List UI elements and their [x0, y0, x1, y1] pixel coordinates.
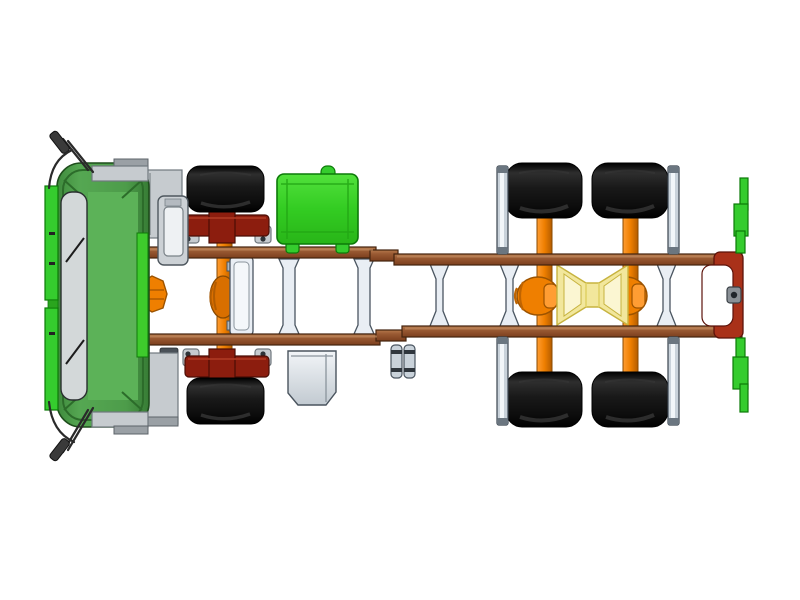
frame-rail-bottom — [145, 325, 743, 346]
differential-front — [513, 275, 561, 317]
rear-leaf-spring-bottom-1 — [496, 336, 509, 426]
cab — [44, 130, 150, 462]
battery-box — [287, 350, 337, 406]
rear-wheel-bottom-1 — [504, 370, 584, 429]
crossmember-3 — [353, 258, 375, 335]
rear-marker-top — [733, 177, 749, 254]
crossmember-4 — [429, 263, 450, 327]
rear-leaf-spring-bottom-2 — [667, 336, 680, 426]
front-wheel-top — [185, 164, 266, 214]
cab-rear-wall — [136, 232, 149, 358]
front-leaf-spring-bottom — [182, 348, 272, 386]
x-brace — [556, 263, 629, 327]
rear-leaf-spring-top-2 — [667, 165, 680, 255]
crossmember-6 — [656, 263, 677, 327]
rear-wheel-top-2 — [590, 161, 670, 220]
behind-cab-panel-bottom — [146, 347, 179, 427]
crossmember-2 — [278, 258, 300, 335]
mirror-head-bottom — [49, 438, 70, 462]
front-wheel-bottom — [185, 376, 266, 426]
windshield — [60, 191, 88, 401]
rear-marker-bottom — [732, 337, 749, 413]
cab-front-strip — [44, 185, 59, 411]
cab-side-panel-top — [91, 158, 149, 182]
wiper-arms — [65, 237, 85, 365]
mirror-head-top — [49, 130, 70, 154]
tow-pin — [726, 286, 742, 304]
air-intake — [157, 195, 189, 266]
wing-mirror-top — [47, 130, 95, 190]
rear-leaf-spring-top-1 — [496, 165, 509, 255]
air-tanks — [390, 344, 416, 379]
crossmember-5 — [499, 263, 520, 327]
fuel-tank — [276, 165, 359, 254]
wing-mirror-bottom — [47, 400, 95, 462]
rear-wheel-top-1 — [504, 161, 584, 220]
front-leaf-spring-top — [182, 206, 272, 244]
crossmember-1 — [226, 255, 254, 337]
cab-side-panel-bottom — [91, 411, 149, 435]
rear-wheel-bottom-2 — [590, 370, 670, 429]
